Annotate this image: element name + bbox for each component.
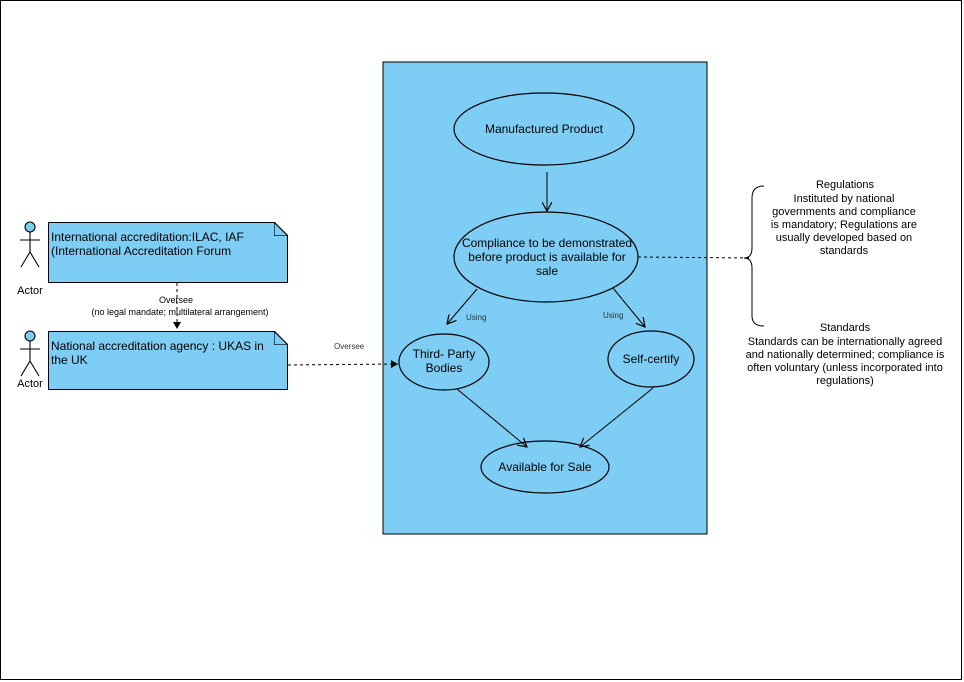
actor-figure-1[interactable] <box>20 221 40 268</box>
regulations-body: Instituted by national governments and c… <box>770 193 918 257</box>
note-international-text: International accreditation:ILAC, IAF (I… <box>51 230 244 258</box>
note-national-text: National accreditation agency : UKAS in … <box>51 339 264 367</box>
node-manufactured-product[interactable] <box>453 92 635 166</box>
actor-label-1: Actor <box>17 285 43 297</box>
annotation-brace <box>743 185 765 327</box>
note-national-accreditation[interactable]: National accreditation agency : UKAS in … <box>48 331 288 390</box>
oversee-sublabel: (no legal mandate; multilateral arrangem… <box>91 307 269 317</box>
edge-compliance-regulations <box>637 256 753 259</box>
node-manufactured-label: Manufactured Product <box>484 122 604 136</box>
node-available-label: Available for Sale <box>498 460 592 474</box>
note-international-accreditation[interactable]: International accreditation:ILAC, IAF (I… <box>48 222 288 283</box>
oversee-label: Oversee <box>158 295 193 305</box>
node-self-certify[interactable] <box>607 330 695 388</box>
using-right-label: Using <box>603 311 624 320</box>
actor-label-2: Actor <box>17 378 43 390</box>
node-available[interactable] <box>480 440 610 494</box>
note-fold-icon <box>274 331 288 345</box>
edge-selfcertify-available <box>580 387 654 447</box>
standards-title: Standards <box>819 322 871 334</box>
oversee-right-label: Oversee <box>334 342 365 351</box>
node-compliance-label: Compliance to be demonstrated before pro… <box>461 236 633 278</box>
note-fold-icon <box>274 222 288 236</box>
edge-oversee-national-thirdparty <box>287 360 399 369</box>
standards-body: Standards can be internationally agreed … <box>745 336 945 387</box>
edge-compliance-selfcertify <box>612 287 645 327</box>
edge-compliance-thirdparty <box>447 288 478 324</box>
actor-figure-2[interactable] <box>20 330 40 377</box>
node-self-certify-label: Self-certify <box>622 352 680 366</box>
using-left-label: Using <box>466 313 487 322</box>
regulations-title: Regulations <box>815 179 875 191</box>
node-third-party-label: Third- Party Bodies <box>412 347 476 375</box>
edge-thirdparty-available <box>456 388 527 447</box>
node-third-party[interactable] <box>398 333 490 391</box>
